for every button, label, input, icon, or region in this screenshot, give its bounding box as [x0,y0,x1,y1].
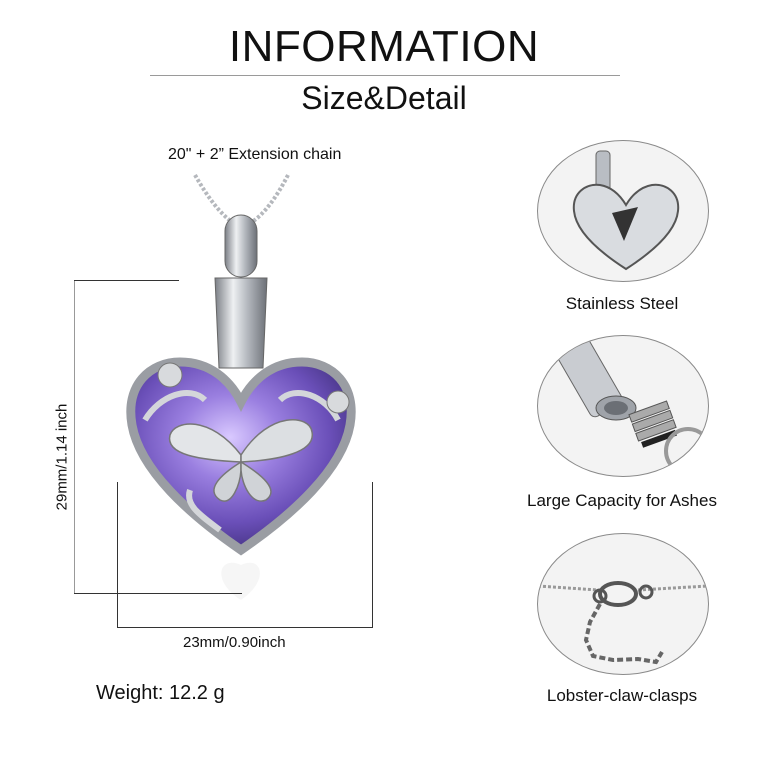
height-dimension-label: 29mm/1.14 inch [53,403,71,511]
stainless-steel-photo [537,140,709,282]
page-title: INFORMATION [228,22,540,71]
feature-label-clasp: Lobster-claw-clasps [546,686,698,705]
clasp-icon [538,581,708,665]
chain-length-label: 20" + 2” Extension chain [168,146,342,163]
weight-label: Weight: 12.2 g [96,682,225,704]
width-dimension-lines [117,482,375,630]
height-dimension-lines [74,280,244,595]
feature-label-stainless-steel: Stainless Steel [565,294,679,313]
capacity-photo [537,335,709,477]
clasp-photo [537,533,709,675]
screw-cap-icon [549,336,708,475]
title-divider [150,75,620,76]
width-dimension-label: 23mm/0.90inch [183,634,286,651]
pendant-illustration [70,170,400,640]
heart-back-icon [572,150,680,271]
feature-label-capacity: Large Capacity for Ashes [527,491,717,510]
page-subtitle: Size&Detail [301,80,467,116]
